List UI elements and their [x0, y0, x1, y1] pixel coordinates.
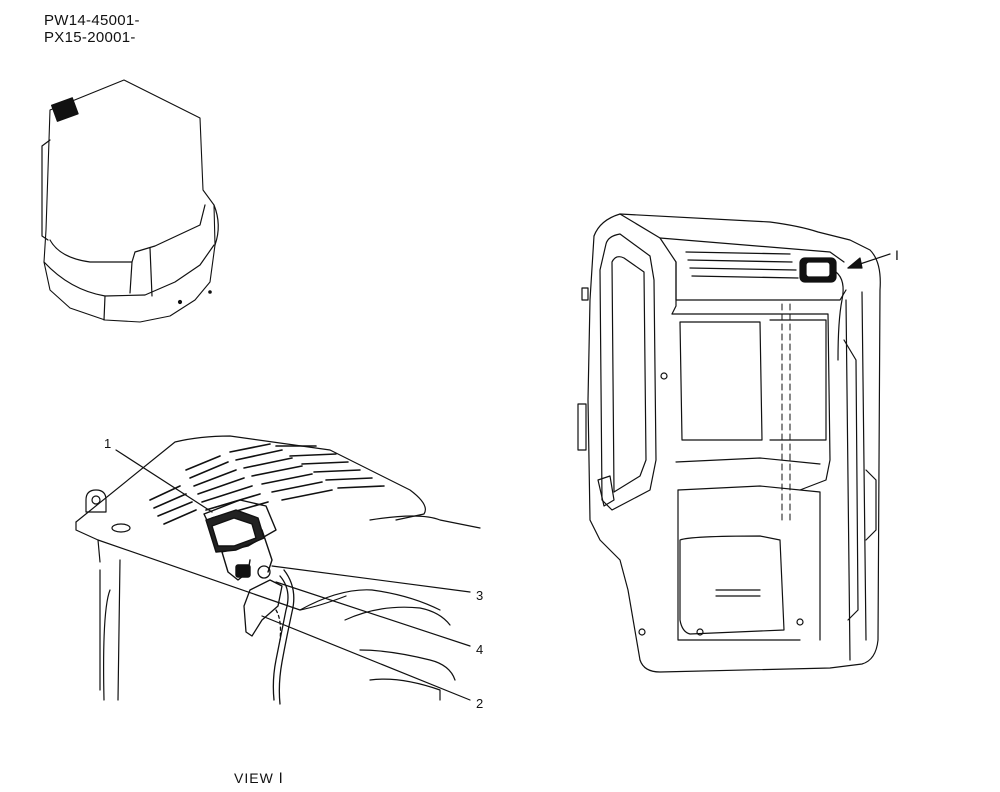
- work-light-marker: [50, 97, 79, 122]
- serial-range-line-2: PX15-20001-: [44, 29, 136, 46]
- bracket-and-harness: [243, 565, 295, 705]
- callout-1: 1: [104, 436, 112, 451]
- machine-overview: [41, 79, 219, 323]
- callout-4: 4: [476, 642, 484, 657]
- callout-2: 2: [476, 696, 484, 711]
- view-marker-label: I: [895, 247, 899, 263]
- view-label: VIEW Ⅰ: [234, 770, 284, 786]
- view-i-detail: [75, 435, 481, 705]
- cab-overview: [577, 213, 891, 673]
- serial-range-line-1: PW14-45001-: [44, 12, 140, 29]
- callout-3: 3: [476, 588, 484, 603]
- serial-range: PW14-45001- PX15-20001-: [44, 12, 140, 46]
- work-light-detail: [203, 499, 277, 581]
